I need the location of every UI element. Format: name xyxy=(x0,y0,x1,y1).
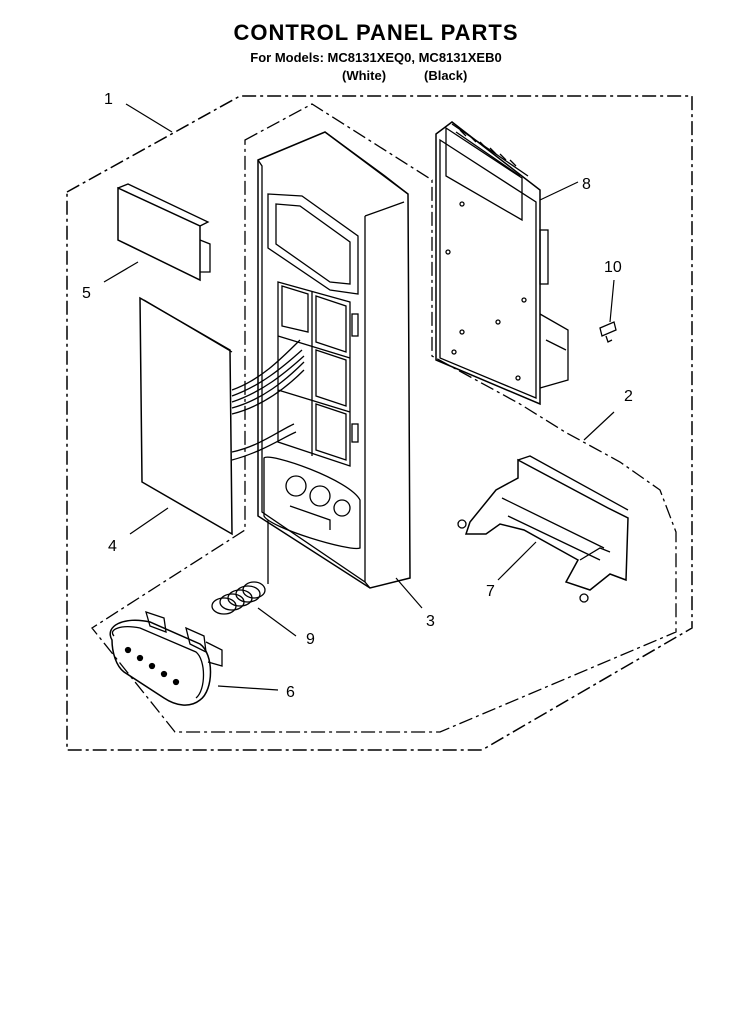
callout-7: 7 xyxy=(486,583,495,600)
screw xyxy=(599,321,617,343)
control-panel-housing xyxy=(257,131,411,589)
display-lens xyxy=(117,183,211,282)
model-numbers: For Models: MC8131XEQ0, MC8131XEB0 xyxy=(250,50,502,65)
callout-6: 6 xyxy=(286,684,295,701)
callout-1: 1 xyxy=(104,91,113,108)
spring xyxy=(211,520,269,615)
callout-9: 9 xyxy=(306,631,315,648)
callout-2: 2 xyxy=(624,388,633,405)
door-release-button xyxy=(109,610,223,706)
keypad-grid xyxy=(277,281,351,467)
assembly-2-boundary xyxy=(91,103,677,733)
assembly-1-boundary xyxy=(66,95,693,751)
diagram-title: CONTROL PANEL PARTS xyxy=(233,20,519,45)
callout-4: 4 xyxy=(108,538,117,555)
callout-10: 10 xyxy=(604,259,622,276)
note-black: (Black) xyxy=(424,68,468,83)
callout-3: 3 xyxy=(426,613,435,630)
leader-lines xyxy=(103,103,615,691)
membrane-keypad xyxy=(139,296,305,536)
callout-5: 5 xyxy=(82,285,91,302)
circuit-board xyxy=(435,121,569,406)
callout-8: 8 xyxy=(582,176,591,193)
door-latch-lever xyxy=(457,455,629,603)
note-white: (White) xyxy=(342,68,387,83)
